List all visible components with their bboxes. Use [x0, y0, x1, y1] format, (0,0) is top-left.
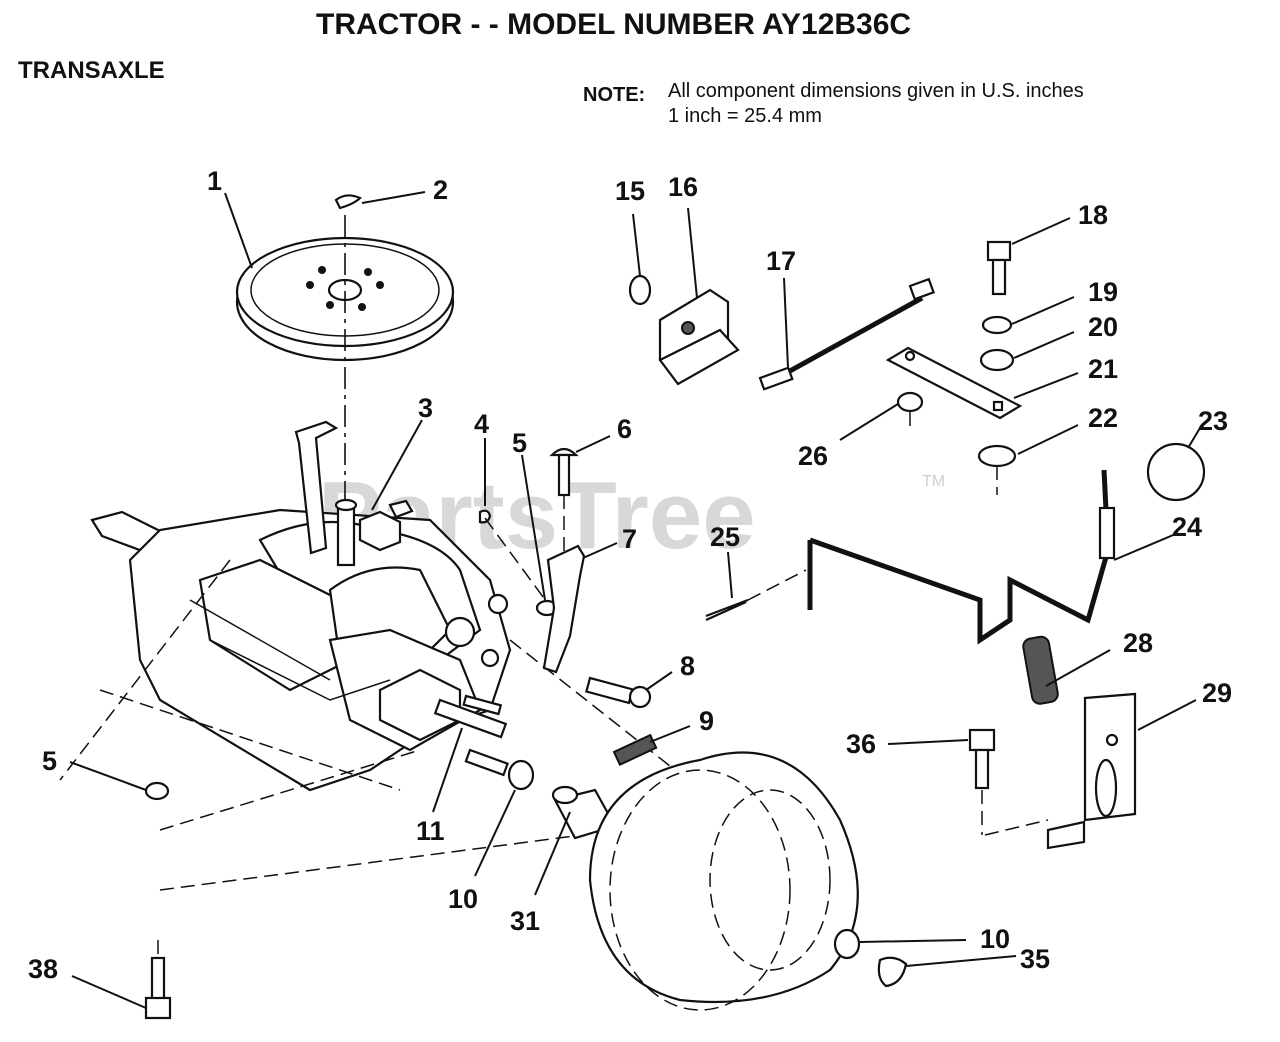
callout-9: 9 [699, 706, 714, 736]
callout-1: 1 [207, 166, 222, 196]
callout-36: 36 [846, 729, 876, 759]
callout-25: 25 [710, 522, 740, 552]
spring-part-28 [1022, 635, 1059, 705]
shift-lever-thread [1098, 506, 1116, 560]
bolt-part-38 [144, 956, 172, 1020]
washer-part-22 [977, 444, 1017, 468]
callout-38: 38 [28, 954, 58, 984]
cotter-pin-part-25 [705, 598, 749, 622]
lock-washer-part-19 [981, 315, 1013, 335]
note-label: NOTE: [583, 84, 645, 106]
transaxle-body-part [90, 420, 512, 792]
callout-29: 29 [1202, 678, 1232, 708]
callout-24: 24 [1172, 512, 1202, 542]
bracket-part-7 [542, 544, 586, 674]
callout-6: 6 [617, 414, 632, 444]
callout-8: 8 [680, 651, 695, 681]
shift-lever-part-24 [807, 469, 1111, 645]
watermark-tm: TM [922, 473, 945, 490]
bracket-part-16 [658, 288, 740, 386]
callout-31: 31 [510, 906, 540, 936]
bolt-part-18 [986, 240, 1012, 296]
callout-28: 28 [1123, 628, 1153, 658]
callout-18: 18 [1078, 200, 1108, 230]
callout-22: 22 [1088, 403, 1118, 433]
washer-part-15 [628, 274, 652, 306]
screw-part-36 [968, 728, 996, 790]
callout-20: 20 [1088, 312, 1118, 342]
callout-4: 4 [474, 409, 489, 439]
bracket-part-29 [1046, 692, 1137, 850]
spring-part-9 [612, 733, 658, 767]
note-line-1: All component dimensions given in U.S. i… [668, 80, 1084, 102]
section-title: TRANSAXLE [18, 57, 165, 84]
knob-part-23 [1146, 442, 1206, 502]
link-plate-part-21 [885, 346, 1023, 420]
callout-23: 23 [1198, 406, 1228, 436]
control-rod-part-17 [758, 277, 935, 391]
callout-35: 35 [1020, 944, 1050, 974]
nut-part-5-lower [144, 781, 170, 801]
callout-11: 11 [416, 816, 445, 846]
e-clip-part-35 [877, 956, 908, 988]
callout-10-upper: 10 [448, 884, 478, 914]
callout-26: 26 [798, 441, 828, 471]
clip-part [334, 194, 362, 210]
note-line-2: 1 inch = 25.4 mm [668, 105, 822, 127]
callout-5-upper: 5 [512, 428, 527, 458]
callout-21: 21 [1088, 354, 1118, 384]
bolt-part-8 [585, 676, 652, 709]
axle-key-part-11 [462, 694, 509, 777]
callout-2: 2 [433, 175, 448, 205]
diagram-title: TRACTOR - - MODEL NUMBER AY12B36C [316, 8, 911, 41]
callout-7: 7 [622, 524, 637, 554]
callout-16: 16 [668, 172, 698, 202]
washer-part-10-lower [833, 928, 861, 960]
callout-17: 17 [766, 246, 796, 276]
key-part-4 [478, 509, 492, 524]
washer-part-20 [979, 348, 1015, 372]
spacer-part-26 [896, 391, 924, 413]
wheel-part [588, 751, 859, 1011]
callout-5-lower: 5 [42, 746, 57, 776]
washer-part-10-upper [507, 759, 535, 791]
callout-10-lower: 10 [980, 924, 1010, 954]
callout-3: 3 [418, 393, 433, 423]
callout-19: 19 [1088, 277, 1118, 307]
callout-15: 15 [615, 176, 645, 206]
